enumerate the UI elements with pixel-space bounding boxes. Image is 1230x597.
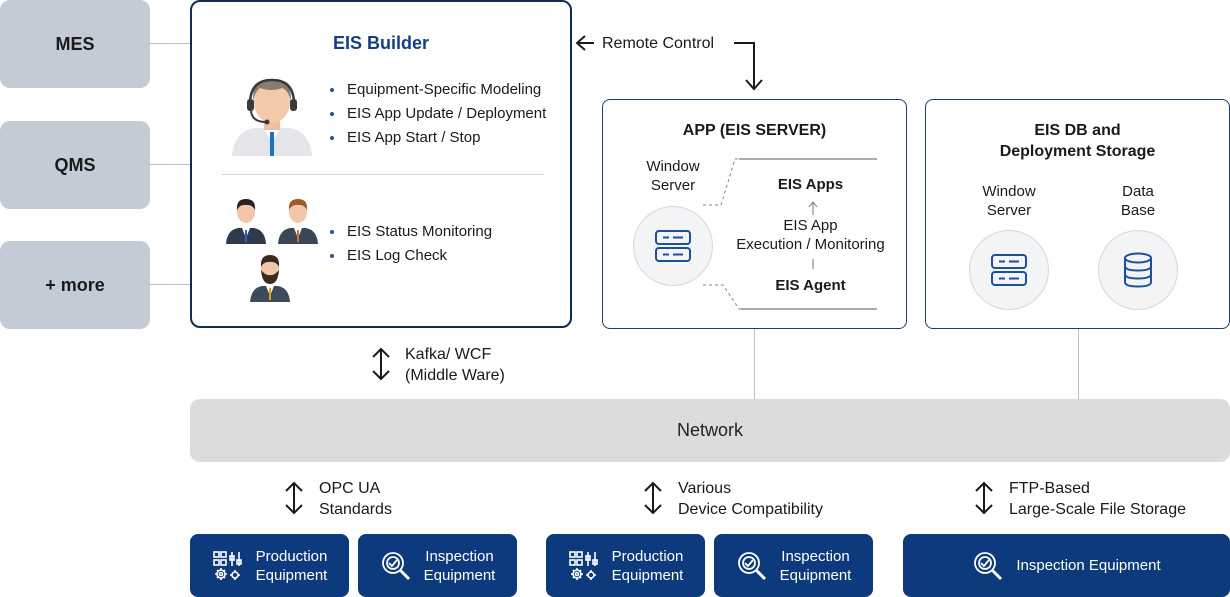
production-settings-icon — [212, 550, 242, 580]
connector-mes — [150, 43, 190, 44]
task-log-check: EIS Log Check — [328, 244, 492, 268]
connector-app-network — [754, 329, 755, 399]
inspection-magnifier-icon — [974, 551, 1003, 580]
server-icon — [655, 230, 691, 262]
middleware-label: Kafka/ WCF (Middle Ware) — [405, 346, 505, 384]
opc-label: OPC UA Standards — [319, 480, 392, 518]
production-equipment-1: Production Equipment — [190, 534, 349, 597]
remote-control-arrow — [575, 35, 763, 91]
production-equipment-1-label: Production Equipment — [255, 547, 328, 584]
eis-builder-panel: EIS Builder Equipment-Specific Modeling … — [190, 0, 572, 328]
eis-apps-label: EIS Apps — [777, 176, 844, 193]
inspection-equipment-3: Inspection Equipment — [903, 534, 1230, 597]
admin-task-list: Equipment-Specific Modeling EIS App Upda… — [328, 78, 546, 150]
connector-qms — [150, 164, 190, 165]
qms-box: QMS — [0, 121, 150, 209]
inspection-equipment-3-label: Inspection Equipment — [1016, 557, 1161, 574]
inspection-magnifier-icon — [381, 551, 410, 580]
app-server-title: APP (EIS SERVER) — [682, 122, 827, 139]
builder-divider — [222, 174, 544, 175]
middleware-arrow-icon — [372, 347, 390, 381]
app-server-panel: APP (EIS SERVER) Window Server EIS Apps … — [602, 99, 907, 329]
remote-control-label: Remote Control — [602, 35, 715, 52]
database-icon — [1124, 252, 1152, 288]
mes-box: MES — [0, 0, 150, 88]
task-status-monitoring: EIS Status Monitoring — [328, 220, 492, 244]
db-storage-title: EIS DB and Deployment Storage — [999, 122, 1156, 160]
app-server-circle — [633, 206, 713, 286]
db-storage-panel: EIS DB and Deployment Storage Window Ser… — [925, 99, 1230, 329]
more-box: + more — [0, 241, 150, 329]
inspection-equipment-1-label: Inspection Equipment — [423, 547, 496, 584]
connector-db-network — [1078, 329, 1079, 399]
execution-monitoring-label: EIS App Execution / Monitoring — [736, 217, 885, 253]
connector-more — [150, 284, 190, 285]
inspection-magnifier-icon — [737, 551, 766, 580]
db-server-circle — [969, 230, 1049, 310]
production-equipment-2: Production Equipment — [546, 534, 705, 597]
task-start-stop: EIS App Start / Stop — [328, 126, 546, 150]
ftp-label: FTP-Based Large-Scale File Storage — [1009, 480, 1186, 518]
inspection-equipment-2: Inspection Equipment — [714, 534, 873, 597]
task-update: EIS App Update / Deployment — [328, 102, 546, 126]
various-label: Various Device Compatibility — [678, 480, 823, 518]
builder-title: EIS Builder — [332, 33, 430, 53]
users-group-icon — [226, 199, 318, 302]
db-window-server-label: Window Server — [982, 183, 1036, 219]
various-arrow-icon — [644, 481, 662, 515]
production-equipment-2-label: Production Equipment — [611, 547, 684, 584]
user-task-list: EIS Status Monitoring EIS Log Check — [328, 220, 492, 268]
production-settings-icon — [568, 550, 598, 580]
operator-headset-icon — [232, 78, 312, 156]
task-modeling: Equipment-Specific Modeling — [328, 78, 546, 102]
app-window-server-label: Window Server — [646, 158, 700, 194]
server-icon — [991, 254, 1027, 286]
eis-agent-label: EIS Agent — [775, 277, 846, 294]
database-label: Data Base — [1120, 183, 1156, 219]
inspection-equipment-1: Inspection Equipment — [358, 534, 517, 597]
inspection-equipment-2-label: Inspection Equipment — [779, 547, 852, 584]
database-circle — [1098, 230, 1178, 310]
app-flow-lines — [703, 158, 877, 310]
ftp-arrow-icon — [975, 481, 993, 515]
opc-arrow-icon — [285, 481, 303, 515]
network-bar: Network — [190, 399, 1230, 462]
